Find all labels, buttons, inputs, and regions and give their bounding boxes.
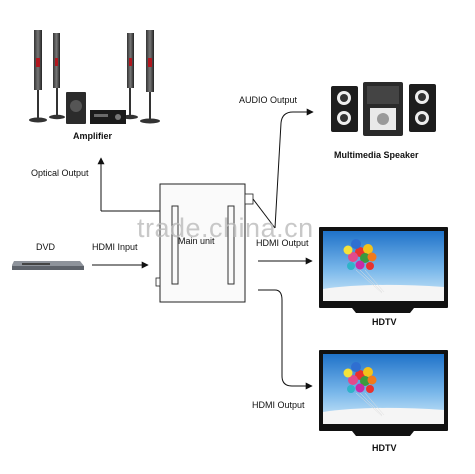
hdtv-top-device xyxy=(319,227,448,313)
dvd-label: DVD xyxy=(36,242,56,252)
hdmi-input-label: HDMI Input xyxy=(92,242,138,252)
tower-speaker-3 xyxy=(122,33,138,120)
tower-speaker-4 xyxy=(140,30,160,124)
tower-speaker-2 xyxy=(49,33,65,120)
hdmi-output-top-label: HDMI Output xyxy=(256,238,309,248)
hdtv-top-label: HDTV xyxy=(372,317,397,327)
audio-connector xyxy=(252,198,276,229)
main-unit-label: Main unit xyxy=(178,236,215,246)
amplifier-label: Amplifier xyxy=(73,131,113,141)
multimedia-speaker-label: Multimedia Speaker xyxy=(334,150,419,160)
audio-output-arrow xyxy=(274,108,314,229)
hdmi-output-bottom-label: HDMI Output xyxy=(252,400,305,410)
multimedia-speaker-device xyxy=(331,82,436,136)
tower-speaker-1 xyxy=(29,30,47,123)
main-unit-device xyxy=(155,183,254,303)
home-theater-system xyxy=(29,30,160,124)
optical-output-label: Optical Output xyxy=(31,168,89,178)
hdtv-bottom-label: HDTV xyxy=(372,443,397,453)
dvd-player-device xyxy=(12,261,84,270)
audio-output-label: AUDIO Output xyxy=(239,95,298,105)
hdmi-output-bottom-arrow xyxy=(258,289,313,390)
hdtv-bottom-device xyxy=(319,350,448,436)
watermark-text: trade.china.cn xyxy=(137,213,314,243)
